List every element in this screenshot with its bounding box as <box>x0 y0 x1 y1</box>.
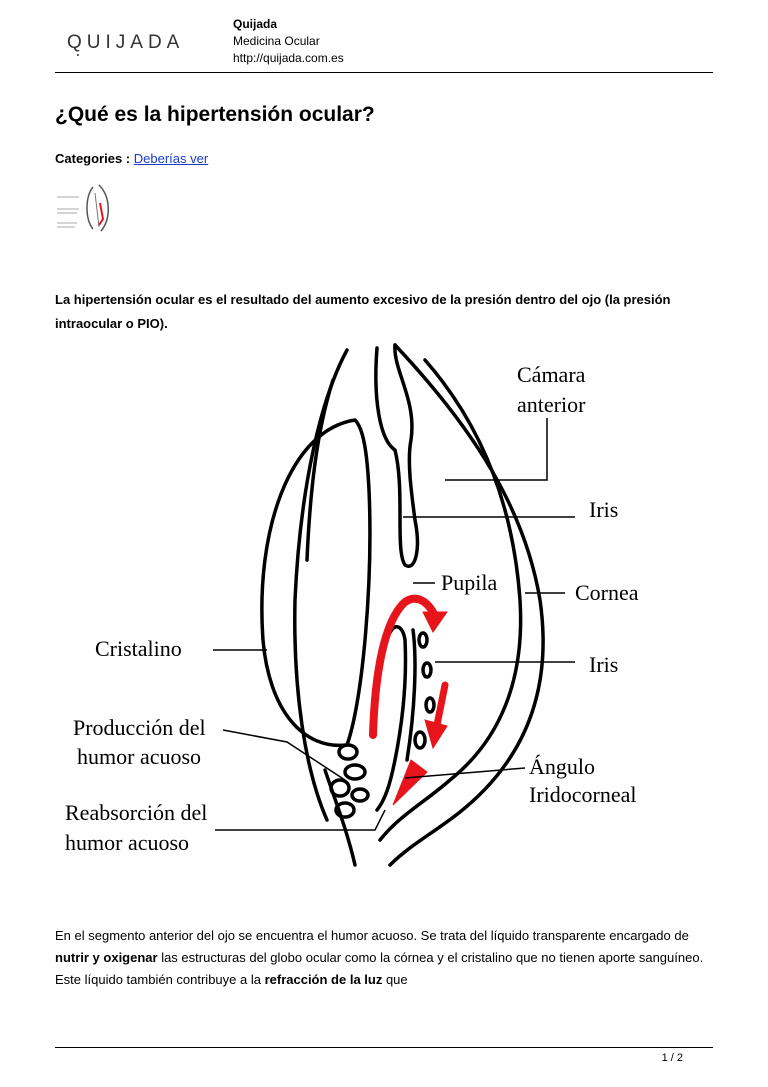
categories-label: Categories : <box>55 151 131 166</box>
categories: Categories : Deberías ver <box>55 151 208 166</box>
label-reabsorcion-1: Reabsorción del <box>65 800 207 825</box>
aqueous-flow-arrows <box>369 594 449 806</box>
quijada-logo[interactable]: QUIJADA <box>67 32 184 56</box>
label-produccion-2: humor acuoso <box>77 744 201 769</box>
angle-outflow-wedge <box>392 759 428 806</box>
flow-arrow-down <box>433 681 449 729</box>
header-info: Quijada Medicina Ocular http://quijada.c… <box>233 16 344 67</box>
page-number: 1 / 2 <box>661 1052 683 1064</box>
iris-upper <box>374 343 420 568</box>
label-cornea: Cornea <box>575 580 639 605</box>
body-bold-refraccion: refracción de la luz <box>264 972 383 987</box>
label-iris-bottom: Iris <box>589 652 618 677</box>
body-text-3: que <box>382 972 408 987</box>
body-text-1: En el segmento anterior del ojo se encue… <box>55 928 689 943</box>
iris-lower <box>375 625 408 812</box>
label-produccion-1: Producción del <box>73 715 206 740</box>
label-pupila: Pupila <box>441 570 497 595</box>
flow-arrowhead-top <box>422 611 448 633</box>
cornea-outer <box>388 343 545 867</box>
label-reabsorcion-2: humor acuoso <box>65 830 189 855</box>
body-paragraph: En el segmento anterior del ojo se encue… <box>55 925 715 991</box>
label-cristalino: Cristalino <box>95 636 182 661</box>
lens-outline <box>260 418 372 748</box>
label-angulo-2: Iridocorneal <box>529 782 637 807</box>
label-camara-1: Cámara <box>517 362 586 387</box>
page-header: QUIJADA Quijada Medicina Ocular http://q… <box>55 0 713 73</box>
header-brand: Quijada <box>233 17 278 31</box>
page-footer: 1 / 2 <box>55 1047 713 1064</box>
eye-structure <box>260 343 545 867</box>
eye-anatomy-diagram: Cámara anterior Iris Pupila Cornea Crist… <box>65 343 639 867</box>
label-iris-top: Iris <box>589 497 618 522</box>
lead-paragraph: La hipertensión ocular es el resultado d… <box>55 292 671 331</box>
header-subtitle: Medicina Ocular <box>233 34 320 48</box>
body-text-2: las estructuras del globo ocular como la… <box>55 950 704 987</box>
header-url[interactable]: http://quijada.com.es <box>233 51 344 65</box>
label-angulo-1: Ángulo <box>529 754 595 779</box>
label-camara-2: anterior <box>517 392 586 417</box>
leader-lines <box>213 418 575 831</box>
category-link[interactable]: Deberías ver <box>133 151 209 166</box>
body-bold-nutrir: nutrir y oxigenar <box>55 950 158 965</box>
flow-arrow-up <box>369 594 437 739</box>
article-title: ¿Qué es la hipertensión ocular? <box>55 103 375 126</box>
article-thumbnail[interactable] <box>55 183 135 233</box>
cornea-inner <box>378 358 523 842</box>
flow-arrowhead-down <box>424 719 448 750</box>
